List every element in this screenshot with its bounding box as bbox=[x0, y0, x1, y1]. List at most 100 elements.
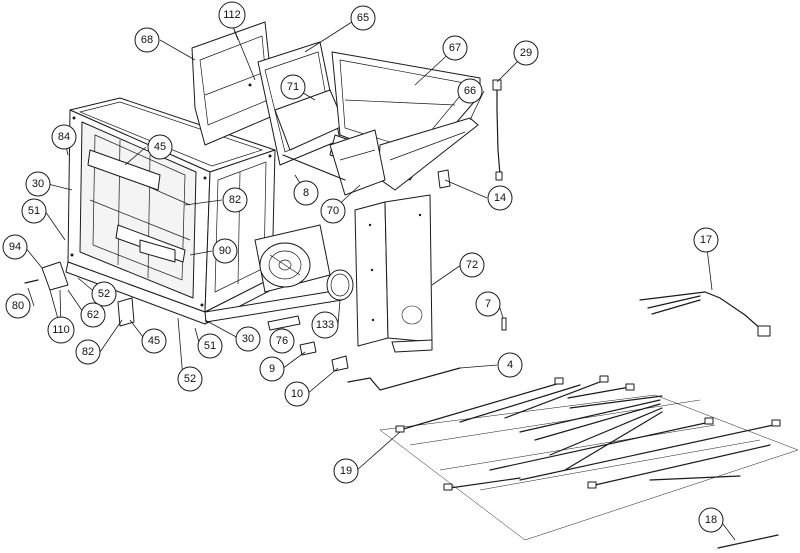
callout-label: 66 bbox=[464, 85, 476, 97]
part-10 bbox=[331, 355, 349, 372]
callout-label: 30 bbox=[32, 178, 44, 190]
callout-label: 68 bbox=[141, 34, 153, 46]
callout-label: 8 bbox=[303, 187, 309, 199]
callout-17: 17 bbox=[693, 227, 719, 253]
callout-7: 7 bbox=[475, 291, 501, 317]
callout-circle bbox=[5, 293, 31, 319]
callout-51: 51 bbox=[21, 198, 47, 224]
panel-72 bbox=[354, 194, 433, 353]
callout-19: 19 bbox=[333, 458, 359, 484]
callout-label: 52 bbox=[184, 373, 196, 385]
callout-circle bbox=[350, 5, 376, 31]
part-9 bbox=[299, 341, 317, 356]
callout-circle bbox=[311, 311, 339, 339]
callout-circle bbox=[141, 328, 167, 354]
callout-label: 76 bbox=[276, 335, 288, 347]
callout-112: 112 bbox=[218, 1, 246, 29]
callout-circle bbox=[269, 328, 295, 354]
callout-label: 19 bbox=[340, 465, 352, 477]
callout-label: 72 bbox=[466, 259, 478, 271]
callout-circle bbox=[475, 291, 501, 317]
callout-circle bbox=[497, 352, 523, 378]
bracket-76 bbox=[267, 315, 301, 331]
callout-62: 62 bbox=[80, 302, 106, 328]
callout-label: 18 bbox=[705, 514, 717, 526]
bracket-110 bbox=[41, 261, 69, 291]
callout-label: 30 bbox=[242, 333, 254, 345]
callout-65: 65 bbox=[350, 5, 376, 31]
leader-lines bbox=[24, 19, 736, 541]
callout-133: 133 bbox=[311, 311, 339, 339]
callout-circle bbox=[80, 302, 106, 328]
callout-45: 45 bbox=[147, 134, 173, 160]
rod-8 bbox=[282, 154, 346, 181]
callout-circle bbox=[2, 234, 28, 260]
callout-18: 18 bbox=[698, 507, 724, 533]
callout-circle bbox=[222, 187, 248, 213]
callout-10: 10 bbox=[284, 381, 310, 407]
callout-29: 29 bbox=[513, 40, 539, 66]
callout-label: 65 bbox=[357, 12, 369, 24]
callout-circle bbox=[487, 185, 513, 211]
callout-label: 62 bbox=[87, 309, 99, 321]
callout-label: 82 bbox=[82, 346, 94, 358]
callout-label: 17 bbox=[700, 234, 712, 246]
callout-circle bbox=[21, 198, 47, 224]
callout-label: 52 bbox=[98, 288, 110, 300]
callout-30: 30 bbox=[235, 326, 261, 352]
rod-4 bbox=[347, 367, 461, 391]
ring-133 bbox=[326, 269, 354, 301]
callout-52: 52 bbox=[177, 366, 203, 392]
callout-label: 67 bbox=[449, 42, 461, 54]
callout-label: 84 bbox=[58, 131, 70, 143]
callout-8: 8 bbox=[293, 180, 319, 206]
callout-label: 71 bbox=[287, 81, 299, 93]
callout-circle bbox=[212, 238, 238, 264]
callout-51: 51 bbox=[197, 333, 223, 359]
callout-circle bbox=[333, 458, 359, 484]
callout-14: 14 bbox=[487, 185, 513, 211]
callout-label: 9 bbox=[269, 363, 275, 375]
callout-circle bbox=[320, 198, 346, 224]
callout-45: 45 bbox=[141, 328, 167, 354]
callout-label: 133 bbox=[316, 319, 334, 331]
callout-90: 90 bbox=[212, 238, 238, 264]
callout-30: 30 bbox=[25, 171, 51, 197]
part-14 bbox=[437, 169, 451, 189]
callout-label: 51 bbox=[204, 340, 216, 352]
callout-circle bbox=[284, 381, 310, 407]
callout-9: 9 bbox=[259, 356, 285, 382]
callout-label: 29 bbox=[520, 47, 532, 59]
callout-label: 70 bbox=[327, 205, 339, 217]
callout-84: 84 bbox=[51, 124, 77, 150]
callout-label: 45 bbox=[154, 141, 166, 153]
callout-circle bbox=[293, 180, 319, 206]
callout-110: 110 bbox=[47, 316, 75, 344]
callout-label: 51 bbox=[28, 205, 40, 217]
callout-4: 4 bbox=[497, 352, 523, 378]
callout-label: 90 bbox=[219, 245, 231, 257]
callout-71: 71 bbox=[280, 74, 306, 100]
callout-label: 94 bbox=[9, 241, 21, 253]
callout-circle bbox=[513, 40, 539, 66]
callout-70: 70 bbox=[320, 198, 346, 224]
callout-circle bbox=[280, 74, 306, 100]
callout-76: 76 bbox=[269, 328, 295, 354]
part-7 bbox=[501, 317, 507, 331]
blower-assembly bbox=[254, 224, 331, 293]
callout-circle bbox=[147, 134, 173, 160]
cable-17 bbox=[639, 291, 771, 337]
callout-circle bbox=[51, 124, 77, 150]
callout-circle bbox=[698, 507, 724, 533]
callout-circle bbox=[91, 281, 117, 307]
callout-66: 66 bbox=[457, 78, 483, 104]
screw-80 bbox=[24, 279, 39, 284]
wiring-harness-19 bbox=[379, 375, 799, 541]
callout-68: 68 bbox=[134, 27, 160, 53]
callout-label: 112 bbox=[223, 9, 241, 21]
callout-label: 82 bbox=[229, 194, 241, 206]
callout-label: 110 bbox=[52, 324, 70, 336]
callout-label: 80 bbox=[12, 300, 24, 312]
callout-circle bbox=[693, 227, 719, 253]
